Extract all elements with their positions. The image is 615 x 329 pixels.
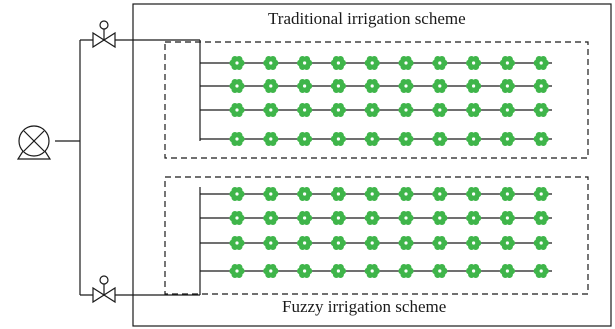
plant-icon xyxy=(330,78,346,94)
fuzzy-scheme-label: Fuzzy irrigation scheme xyxy=(282,297,447,316)
plant-icon xyxy=(466,102,482,118)
plant-icon xyxy=(499,55,515,71)
plant-icon xyxy=(398,55,414,71)
plant-icon xyxy=(432,186,448,202)
plant-icon xyxy=(263,131,279,147)
plant-icon xyxy=(263,186,279,202)
plant-icon xyxy=(499,186,515,202)
plant-icon xyxy=(499,102,515,118)
plant-icon xyxy=(229,186,245,202)
plant-icon xyxy=(398,263,414,279)
plant-icon xyxy=(364,186,380,202)
fuzzy-plant-rows xyxy=(200,186,552,279)
plant-icon xyxy=(229,235,245,251)
plant-icon xyxy=(364,263,380,279)
plant-icon xyxy=(364,210,380,226)
plant-icon xyxy=(263,102,279,118)
fuzzy-zone-box xyxy=(164,176,589,295)
pump-icon xyxy=(16,125,52,160)
plant-icon xyxy=(432,78,448,94)
plant-icon xyxy=(432,235,448,251)
plant-icon xyxy=(499,78,515,94)
plant-icon xyxy=(330,131,346,147)
plant-icon xyxy=(263,55,279,71)
plant-icon xyxy=(364,102,380,118)
plant-icon xyxy=(398,186,414,202)
plant-icon xyxy=(398,235,414,251)
plant-icon xyxy=(229,102,245,118)
plant-icon xyxy=(533,131,549,147)
plant-icon xyxy=(330,186,346,202)
plant-icon xyxy=(229,263,245,279)
plant-icon xyxy=(398,131,414,147)
pipe-network xyxy=(55,3,612,327)
plant-icon xyxy=(466,210,482,226)
valve-icon xyxy=(92,20,116,49)
plant-icon xyxy=(263,78,279,94)
plant-icon xyxy=(229,210,245,226)
plant-icon xyxy=(533,235,549,251)
plant-icon xyxy=(499,210,515,226)
plant-icon xyxy=(297,263,313,279)
plant-icon xyxy=(330,263,346,279)
plant-icon xyxy=(229,131,245,147)
plant-icon xyxy=(533,210,549,226)
valve-icon xyxy=(92,275,116,304)
plant-icon xyxy=(533,263,549,279)
plant-icon xyxy=(229,55,245,71)
plant-icon xyxy=(364,131,380,147)
plant-icon xyxy=(263,235,279,251)
field-boundary xyxy=(132,3,612,327)
plant-icon xyxy=(466,263,482,279)
plant-icon xyxy=(466,78,482,94)
plant-icon xyxy=(398,210,414,226)
plant-icon xyxy=(297,186,313,202)
plant-icon xyxy=(533,186,549,202)
plant-icon xyxy=(364,235,380,251)
plant-icon xyxy=(297,235,313,251)
plant-icon xyxy=(533,55,549,71)
plant-icon xyxy=(364,78,380,94)
plant-icon xyxy=(330,235,346,251)
plant-icon xyxy=(499,131,515,147)
plant-icon xyxy=(297,78,313,94)
plant-icon xyxy=(297,102,313,118)
plant-icon xyxy=(466,55,482,71)
traditional-zone-box xyxy=(164,41,589,159)
plant-icon xyxy=(432,102,448,118)
plant-icon xyxy=(263,263,279,279)
plant-icon xyxy=(499,263,515,279)
plant-icon xyxy=(297,55,313,71)
plant-icon xyxy=(364,55,380,71)
plant-icon xyxy=(330,210,346,226)
plant-icon xyxy=(432,263,448,279)
plant-icon xyxy=(432,210,448,226)
plant-icon xyxy=(297,210,313,226)
plant-icon xyxy=(533,102,549,118)
plant-icon xyxy=(466,131,482,147)
traditional-scheme-label: Traditional irrigation scheme xyxy=(268,9,466,28)
plant-icon xyxy=(398,102,414,118)
plant-icon xyxy=(499,235,515,251)
traditional-plant-rows xyxy=(200,55,552,147)
plant-icon xyxy=(432,131,448,147)
plant-icon xyxy=(297,131,313,147)
plant-icon xyxy=(432,55,448,71)
plant-icon xyxy=(466,235,482,251)
plant-icon xyxy=(330,55,346,71)
plant-icon xyxy=(466,186,482,202)
plant-icon xyxy=(229,78,245,94)
plant-icon xyxy=(263,210,279,226)
plant-icon xyxy=(533,78,549,94)
plant-icon xyxy=(330,102,346,118)
plant-icon xyxy=(398,78,414,94)
